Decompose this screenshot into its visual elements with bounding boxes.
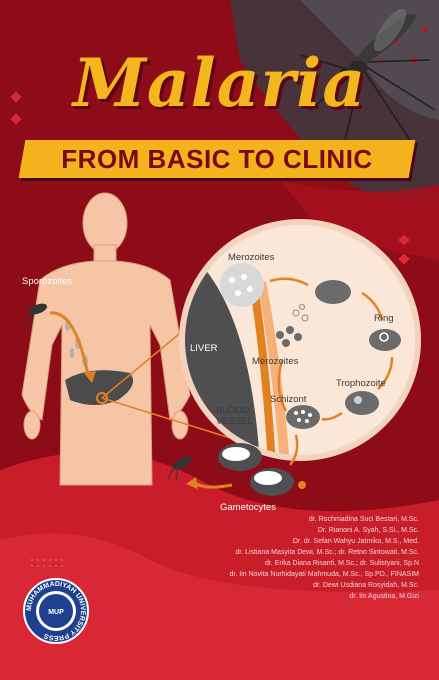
- label-gametocytes: Gametocytes: [220, 502, 276, 513]
- label-ring: Ring: [374, 313, 394, 324]
- author-3: Dr. dr. Sefan Wahyu Jatmiko, M.S., Med.: [292, 538, 419, 545]
- author-6: dr. Iin Novita Nurhidayati Mahmuda, M.Sc…: [229, 571, 419, 578]
- book-title: Malaria: [72, 44, 367, 122]
- label-vessel: VESSEL: [216, 416, 253, 427]
- small-mosquito-icon: [21, 303, 48, 328]
- feeding-mosquito-icon: [167, 456, 192, 482]
- author-list: dr. Rochmadina Suci Bestari, M.Sc. Dr. R…: [119, 514, 419, 602]
- schizont-cell: [286, 405, 320, 429]
- logo-center-text: MUP: [48, 609, 64, 616]
- lifecycle-diagram: [21, 192, 421, 496]
- author-7: dr. Dewi Usdiana Rosyidah, M.Sc.: [313, 582, 419, 589]
- label-merozoites-mid: Merozoites: [252, 356, 299, 367]
- rbc-cell: [315, 280, 351, 304]
- label-schizont: Schizont: [270, 394, 307, 405]
- label-liver: LIVER: [190, 343, 218, 354]
- label-merozoites-top: Merozoites: [228, 252, 275, 263]
- ring-cell: [369, 329, 401, 351]
- book-subtitle: FROM BASIC TO CLINIC: [61, 144, 373, 174]
- author-8: dr. Iin Agustina, M.Gizi: [349, 593, 419, 600]
- author-4: dr. Listiana Masyita Dewi, M.Sc.; dr. Re…: [235, 549, 419, 556]
- merozoite-cluster: [220, 263, 264, 307]
- label-blood: BLOOD: [216, 405, 250, 416]
- label-trophozoite: Trophozoite: [336, 378, 386, 389]
- liver-icon: [65, 370, 134, 405]
- gametocyte-cells: [218, 443, 306, 496]
- author-1: dr. Rochmadina Suci Bestari, M.Sc.: [308, 516, 419, 523]
- author-5: dr. Erika Diana Risanti, M.Sc.; dr. Suli…: [264, 560, 419, 567]
- mosquito-icon: [299, 8, 436, 141]
- trophozoite-cell: [345, 391, 379, 415]
- author-2: Dr. Rianoni A. Syah, S.Si., M.Sc.: [317, 527, 419, 534]
- publisher-logo: MUHAMMADIYAH UNIVERSITY PRESS MUP: [23, 578, 89, 644]
- human-figure: [21, 192, 191, 486]
- label-sporozoites: Sporozoites: [22, 276, 73, 287]
- merozoites-mid-cells: [276, 326, 302, 347]
